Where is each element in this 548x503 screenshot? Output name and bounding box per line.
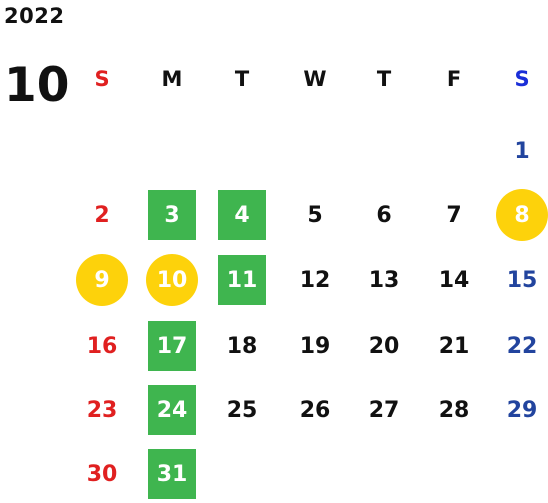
calendar-day-5[interactable]: 5 [307,202,323,228]
calendar-day-21[interactable]: 21 [438,333,470,359]
calendar-day-9[interactable]: 9 [76,254,128,306]
weekday-label-wednesday: W [303,67,327,91]
calendar-day-8[interactable]: 8 [496,189,548,241]
calendar-day-28[interactable]: 28 [438,397,470,423]
calendar-day-29[interactable]: 29 [506,397,538,423]
calendar-day-25[interactable]: 25 [226,397,258,423]
weekday-label-sunday: S [94,67,110,91]
weekday-label-friday: F [446,67,462,91]
calendar-day-19[interactable]: 19 [299,333,331,359]
calendar-day-2[interactable]: 2 [94,202,110,228]
calendar-day-18[interactable]: 18 [226,333,258,359]
calendar-day-16[interactable]: 16 [86,333,118,359]
calendar-day-20[interactable]: 20 [368,333,400,359]
weekday-label-saturday: S [514,67,530,91]
calendar-day-15[interactable]: 15 [506,267,538,293]
calendar-day-30[interactable]: 30 [86,461,118,487]
calendar-day-24[interactable]: 24 [148,385,196,435]
calendar-day-27[interactable]: 27 [368,397,400,423]
calendar-day-26[interactable]: 26 [299,397,331,423]
calendar-day-3[interactable]: 3 [148,190,196,240]
calendar-day-13[interactable]: 13 [368,267,400,293]
calendar-day-31[interactable]: 31 [148,449,196,499]
calendar-day-6[interactable]: 6 [376,202,392,228]
calendar-day-1[interactable]: 1 [514,138,530,164]
calendar-day-12[interactable]: 12 [299,267,331,293]
weekday-label-monday: M [161,67,183,91]
calendar-day-7[interactable]: 7 [446,202,462,228]
calendar-day-10[interactable]: 10 [146,254,198,306]
calendar-year: 2022 [4,4,65,28]
weekday-label-tuesday: T [234,67,250,91]
calendar-day-17[interactable]: 17 [148,321,196,371]
calendar-day-4[interactable]: 4 [218,190,266,240]
calendar-day-22[interactable]: 22 [506,333,538,359]
calendar-day-23[interactable]: 23 [86,397,118,423]
calendar-day-11[interactable]: 11 [218,255,266,305]
calendar-day-14[interactable]: 14 [438,267,470,293]
calendar-month: 10 [4,58,70,113]
weekday-label-thursday: T [376,67,392,91]
